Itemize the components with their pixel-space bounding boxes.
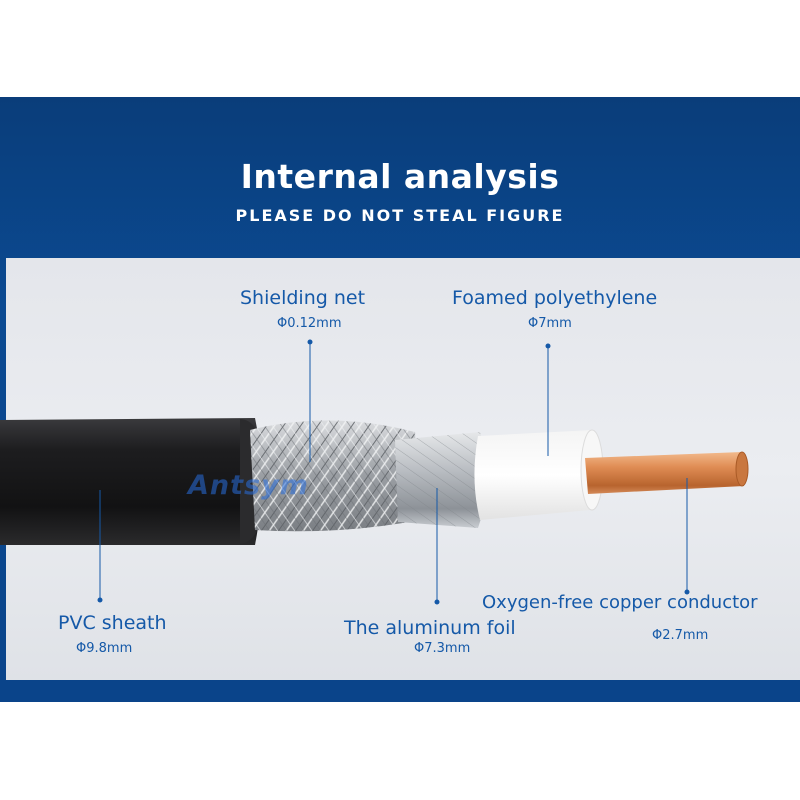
figure-title: Internal analysis [240,157,560,196]
pvc-sheath [0,418,262,545]
copper-conductor [585,452,744,494]
pvc-sheath-dimension: Φ9.8mm [76,641,133,656]
shielding-net-dimension: Φ0.12mm [277,316,342,331]
foamed-polyethylene [474,430,596,520]
foamed-polyethylene-dimension: Φ7mm [528,316,572,331]
watermark-logo: Antsym [188,470,309,501]
leader-dots [97,339,690,605]
foamed-polyethylene-label: Foamed polyethylene [452,287,658,309]
aluminum-foil-label: The aluminum foil [344,617,516,639]
copper-conductor-label: Oxygen-free copper conductor [482,592,758,613]
figure-subtitle: PLEASE DO NOT STEAL FIGURE [235,206,565,225]
shielding-net-label: Shielding net [240,287,366,309]
pvc-sheath-label: PVC sheath [58,612,167,634]
copper-conductor-dimension: Φ2.7mm [652,628,709,643]
leader-lines [99,342,688,602]
aluminum-foil-dimension: Φ7.3mm [414,641,471,656]
